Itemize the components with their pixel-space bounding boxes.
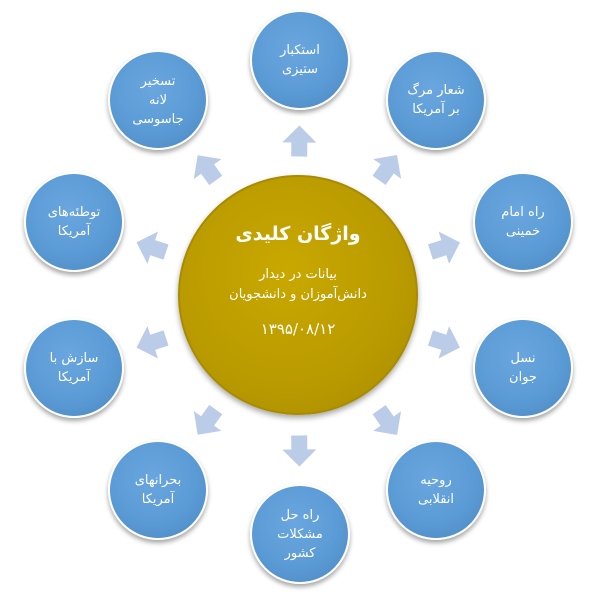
node-label: روحیه انقلابی: [417, 473, 455, 507]
node-label: توطئه‌های آمریکا: [47, 205, 101, 239]
arrow-to-country-problems-solution: [282, 435, 317, 467]
node-imam-path: راه امام خمینی: [473, 172, 573, 272]
node-compromise-with-america: سازش با آمریکا: [24, 318, 124, 418]
node-arrogance: استکبار ستیزی: [250, 10, 350, 110]
arrow-to-revolutionary-spirit: [372, 405, 402, 435]
center-title: واژگان کلیدی: [235, 223, 361, 245]
node-country-problems-solution: راه حل مشکلات کشور: [250, 484, 350, 584]
node-label: راه حل مشکلات کشور: [277, 507, 323, 561]
node-young-generation: نسل جوان: [473, 318, 573, 418]
node-label: نسل جوان: [509, 351, 537, 385]
node-america-crises: بحرانهای آمریکا: [108, 440, 208, 540]
node-label: راه امام خمینی: [501, 205, 545, 239]
center-date: ۱۳۹۵/۰۸/۱۲: [260, 320, 336, 338]
node-label: تسخیر لانه جاسوسی: [132, 73, 184, 127]
arrow-to-america-crises: [193, 404, 223, 435]
node-label: شعار مرگ بر آمریکا: [407, 83, 465, 117]
arrow-to-arrogance: [282, 125, 317, 157]
center-subtitle: بیانات در دیدار دانش‌آموزان و دانشجویان: [229, 267, 367, 302]
arrow-to-compromise: [136, 326, 169, 359]
node-death-to-america: شعار مرگ بر آمریکا: [386, 50, 486, 150]
node-label: سازش با آمریکا: [49, 351, 99, 385]
node-label: بحرانهای آمریکا: [134, 473, 182, 507]
node-spy-den-takeover: تسخیر لانه جاسوسی: [108, 50, 208, 150]
node-america-plots: توطئه‌های آمریکا: [24, 172, 124, 272]
center-circle: واژگان کلیدی بیانات در دیدار دانش‌آموزان…: [178, 175, 418, 415]
arrow-to-imam-path: [428, 231, 460, 264]
arrow-to-young-generation: [428, 326, 460, 359]
arrow-to-america-plots: [136, 231, 169, 264]
arrow-to-death-to-america: [372, 155, 402, 185]
arrow-to-spy-den: [193, 155, 223, 186]
node-revolutionary-spirit: روحیه انقلابی: [386, 440, 486, 540]
node-label: استکبار ستیزی: [280, 43, 320, 77]
